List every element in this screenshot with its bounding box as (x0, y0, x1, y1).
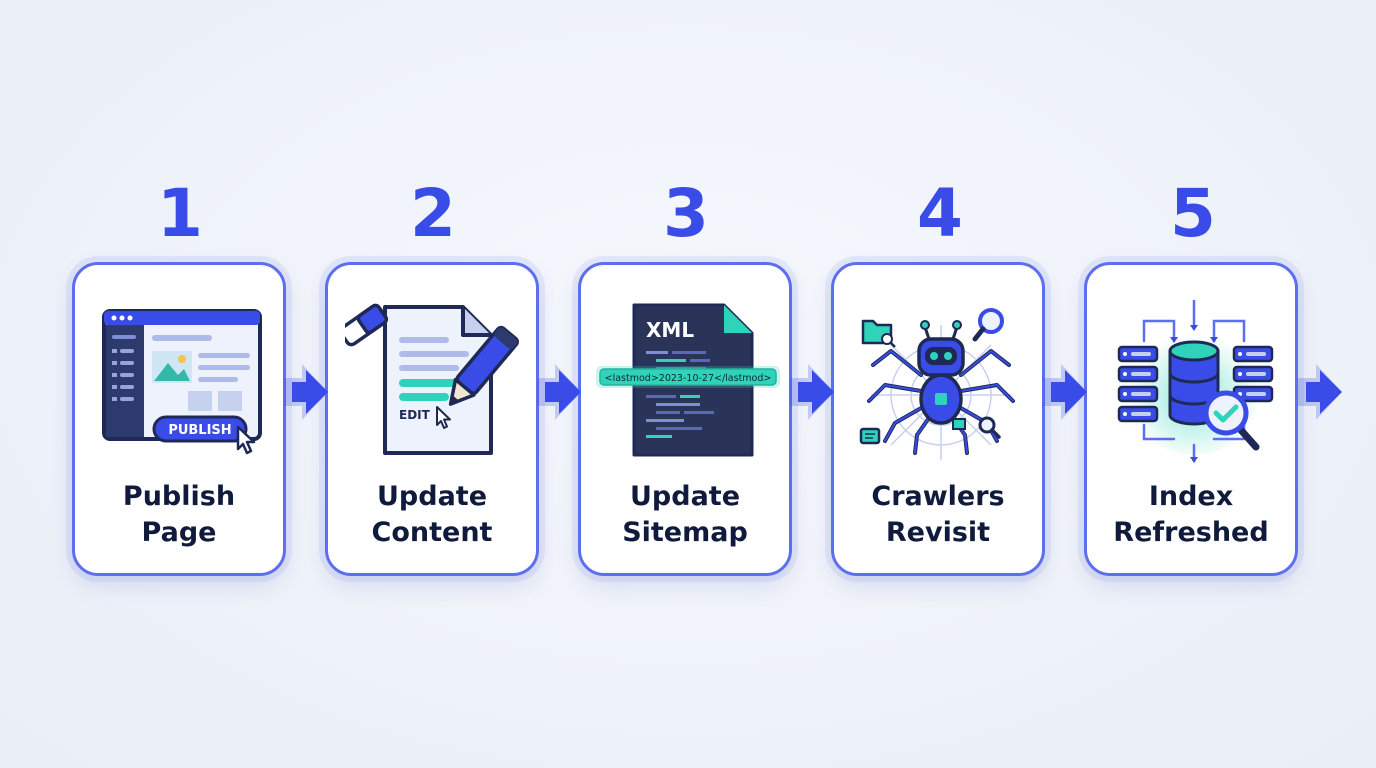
step-number-1: 1 (157, 175, 203, 252)
xml-file-icon: XML <lastmod>2023-10-27</lastmod> (596, 303, 780, 457)
folder-icon (861, 319, 896, 348)
server-left-icon (1117, 345, 1159, 423)
magnifier-small-icon (978, 416, 1001, 439)
arrow-right-icon (1298, 364, 1342, 420)
step-card-update-sitemap: XML <lastmod>2023-10-27</lastmod> Update… (578, 262, 792, 576)
document-edit-icon: EDIT (345, 303, 520, 455)
step-title-3: Update Sitemap (622, 481, 748, 548)
step-title-5: Index Refreshed (1113, 481, 1269, 548)
publish-button (152, 415, 248, 443)
step-card-index-refreshed: Index Refreshed (1084, 262, 1298, 576)
step-title-1: Publish Page (122, 481, 236, 548)
step-title-2: Update Content (371, 481, 493, 548)
step-number-2: 2 (410, 175, 456, 252)
arrow-right-icon (790, 364, 834, 420)
step-number-4: 4 (917, 175, 963, 252)
browser-window-icon: PUBLISH (102, 309, 262, 455)
pencil-icon (448, 325, 520, 406)
magnifier-icon (972, 308, 1004, 342)
arrow-right-icon (284, 364, 328, 420)
lastmod-tag (599, 368, 777, 386)
chat-icon (859, 427, 881, 445)
step-number-3: 3 (663, 175, 709, 252)
arrow-right-icon (537, 364, 581, 420)
xml-label: XML (646, 318, 694, 342)
step-card-crawlers-revisit: Crawlers Revisit (831, 262, 1045, 576)
database-check-icon (1117, 299, 1274, 463)
step-title-4: Crawlers Revisit (871, 481, 1005, 548)
edit-label: EDIT (399, 408, 431, 422)
publish-button-label: PUBLISH (168, 423, 231, 438)
server-right-icon (1232, 345, 1274, 403)
step-card-publish-page: PUBLISH Publish Page (72, 262, 286, 576)
spider-robot-icon (859, 308, 1015, 460)
magnifier-check-icon (1203, 390, 1260, 451)
eraser-icon (345, 303, 389, 347)
step-card-update-content: EDIT Update Content (325, 262, 539, 576)
cursor-icon (436, 406, 451, 429)
lastmod-tag-text: <lastmod>2023-10-27</lastmod> (605, 373, 772, 384)
step-number-5: 5 (1170, 175, 1216, 252)
cursor-icon (236, 425, 256, 455)
arrow-right-icon (1043, 364, 1087, 420)
